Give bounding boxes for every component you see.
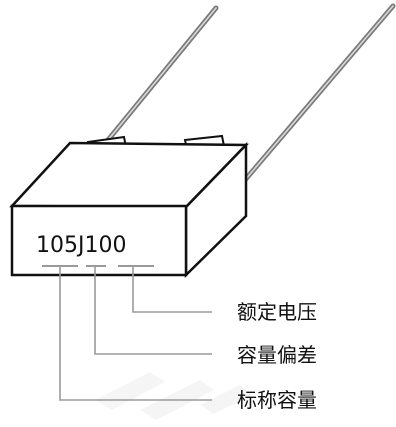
leader-line-capacity [59, 266, 212, 401]
leader-line-voltage [132, 266, 212, 313]
capacitor-marking-code: 105J100 [36, 233, 126, 258]
capacitor-front-face [10, 204, 188, 277]
leader-line-tolerance [94, 266, 212, 355]
lead-left [105, 5, 219, 143]
watermark [95, 372, 252, 420]
label-capacitance-tolerance: 容量偏差 [237, 343, 317, 367]
label-nominal-capacitance: 标称容量 [237, 388, 317, 412]
lead-right [242, 3, 396, 183]
label-rated-voltage: 额定电压 [237, 300, 317, 324]
